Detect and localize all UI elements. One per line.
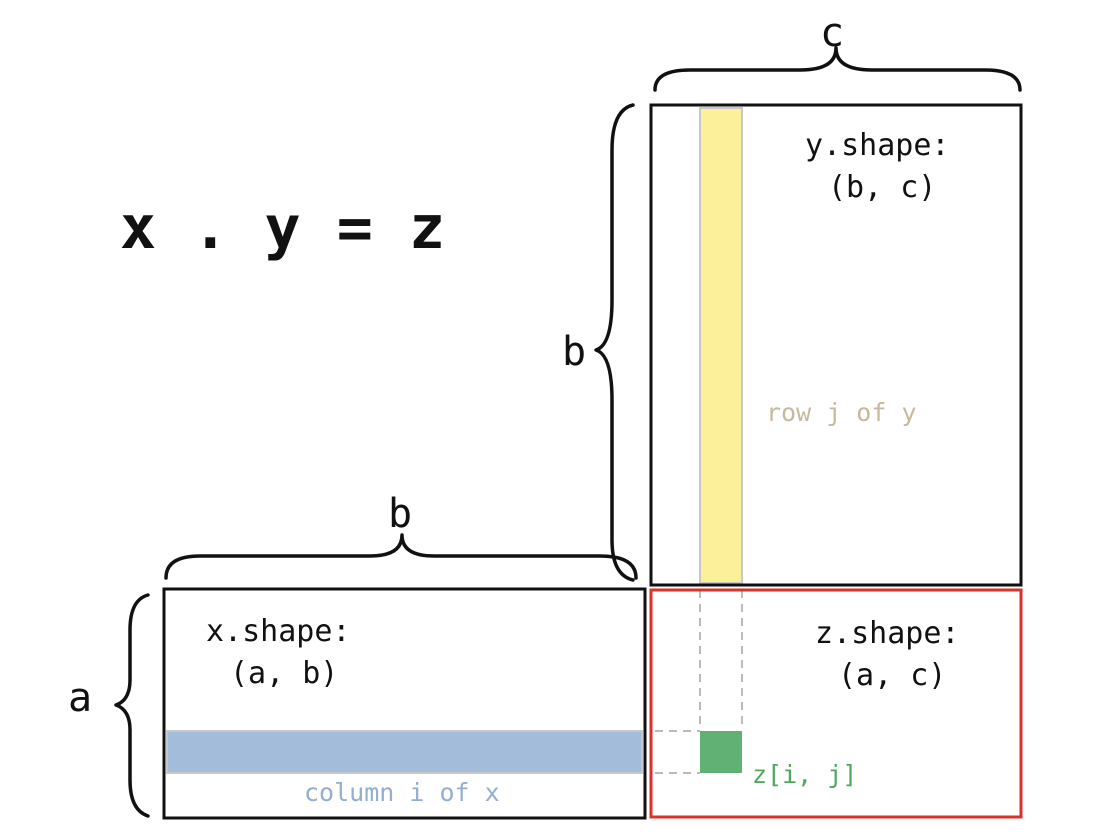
x-column-highlight <box>166 730 643 774</box>
y-shape-label: y.shape: <box>805 128 950 163</box>
y-row-highlight <box>699 107 743 584</box>
projection-guides <box>655 590 743 774</box>
x-matrix <box>162 587 647 820</box>
x-rows-dimension: a <box>68 675 92 721</box>
z-shape-label: z.shape: <box>815 616 960 651</box>
z-matrix <box>649 588 1023 819</box>
equation-text: x . y = z <box>120 193 445 263</box>
x-column-label: column i of x <box>304 778 500 807</box>
brace-y-rows <box>594 103 635 582</box>
y-matrix <box>649 103 1023 587</box>
x-shape-label: x.shape: <box>206 614 351 649</box>
x-shape-value: (a, b) <box>230 656 338 691</box>
brace-x-rows <box>114 593 150 818</box>
y-cols-dimension: c <box>820 10 844 56</box>
brace-x-columns <box>164 533 638 580</box>
z-cell-highlight <box>700 731 742 773</box>
z-shape-value: (a, c) <box>838 658 946 693</box>
x-cols-dimension: b <box>388 491 412 537</box>
z-cell-label: z[i, j] <box>752 760 857 789</box>
y-shape-value: (b, c) <box>828 170 936 205</box>
brace-y-columns <box>653 46 1022 92</box>
y-rows-dimension: b <box>562 329 586 375</box>
y-row-label: row j of y <box>766 398 917 427</box>
